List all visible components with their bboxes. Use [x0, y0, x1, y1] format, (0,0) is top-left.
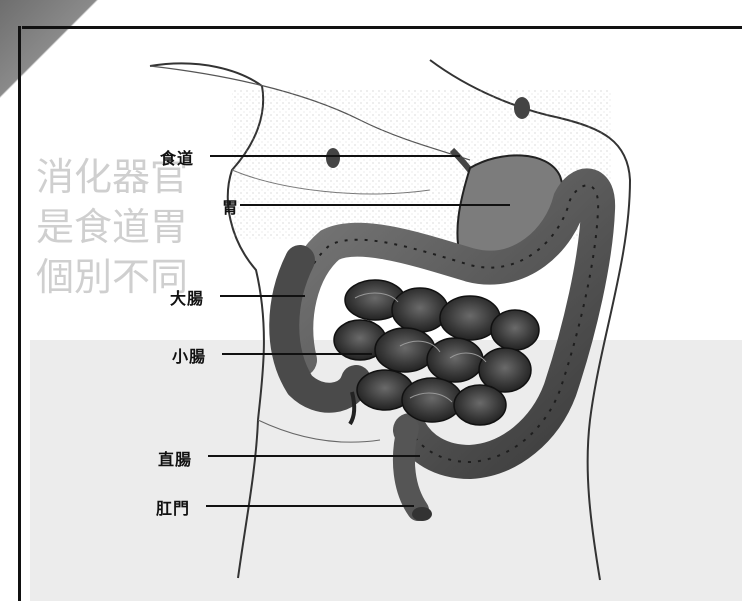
leader-esophagus: [210, 155, 460, 157]
leader-rectum: [208, 455, 420, 457]
frame-top-border: [22, 26, 742, 29]
label-esophagus: 食道: [160, 145, 194, 169]
label-small-intestine: 小腸: [172, 343, 206, 367]
nipple-left: [326, 148, 340, 168]
leader-stomach: [240, 204, 510, 206]
leader-small-intestine: [222, 353, 372, 355]
label-anus: 肛門: [156, 495, 190, 519]
leader-anus: [206, 505, 414, 507]
label-rectum: 直腸: [158, 446, 192, 470]
background-bleed-text: 消化器官 是食道胃 個別不同: [36, 155, 188, 299]
label-stomach: 胃: [222, 194, 239, 218]
svg-text:個別不同: 個別不同: [36, 255, 188, 299]
label-large-intestine: 大腸: [170, 285, 204, 309]
frame-left-border: [18, 26, 21, 601]
nipple-right: [514, 97, 530, 119]
anus-shape: [412, 507, 432, 521]
leader-large-intestine: [220, 295, 305, 297]
svg-text:是食道胃: 是食道胃: [36, 205, 188, 249]
